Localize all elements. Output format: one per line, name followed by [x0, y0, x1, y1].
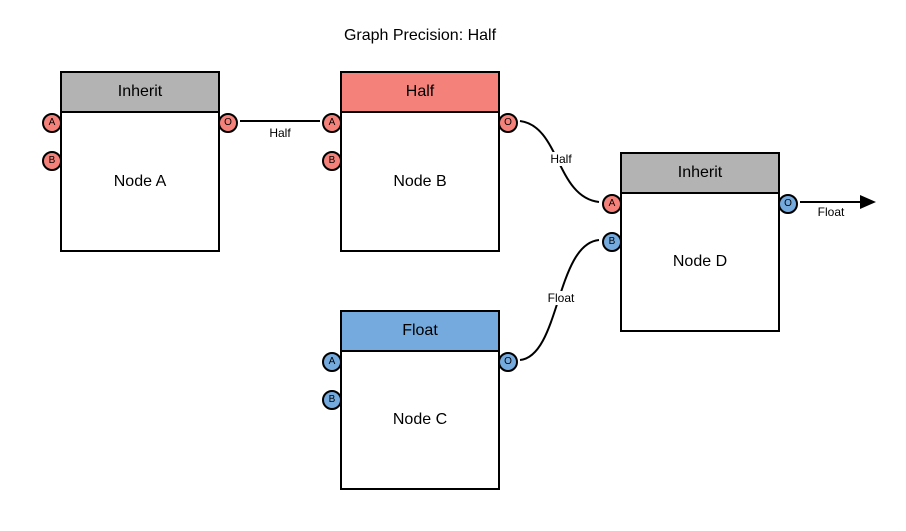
diagram-title: Graph Precision: Half: [343, 27, 497, 44]
node-a-label: Node A: [113, 172, 167, 190]
node-b-input-port-a: A: [322, 113, 342, 133]
edge-label-half-b-d: Half: [547, 152, 575, 166]
node-a-output-port-o: O: [218, 113, 238, 133]
node-b-label: Node B: [393, 172, 447, 190]
node-c-input-port-b: B: [322, 390, 342, 410]
node-d-label: Node D: [672, 253, 728, 270]
node-b-output-port-o: O: [498, 113, 518, 133]
node-a-input-port-a: A: [42, 113, 62, 133]
node-d-input-port-b: B: [602, 232, 622, 252]
node-d-precision-header: Inherit: [622, 154, 778, 194]
node-c-input-port-a: A: [322, 352, 342, 372]
node-d: Inherit Node D A B O: [602, 152, 798, 332]
edge-label-half-a-b: Half: [266, 126, 294, 140]
edge-label-float-output: Float: [814, 205, 848, 219]
node-d-output-port-o: O: [778, 194, 798, 214]
edge-label-float-c-d: Float: [544, 291, 578, 305]
node-c-precision-header: Float: [342, 312, 498, 352]
node-a: Inherit Node A A B O: [42, 71, 238, 252]
node-b: Half Node B A B O: [322, 71, 518, 252]
node-a-precision-header: Inherit: [62, 73, 218, 113]
node-b-precision-header: Half: [342, 73, 498, 113]
node-a-input-port-b: B: [42, 151, 62, 171]
node-b-input-port-b: B: [322, 151, 342, 171]
node-c: Float Node C A B O: [322, 310, 518, 490]
node-c-output-port-o: O: [498, 352, 518, 372]
node-c-label: Node C: [392, 411, 448, 428]
node-d-input-port-a: A: [602, 194, 622, 214]
